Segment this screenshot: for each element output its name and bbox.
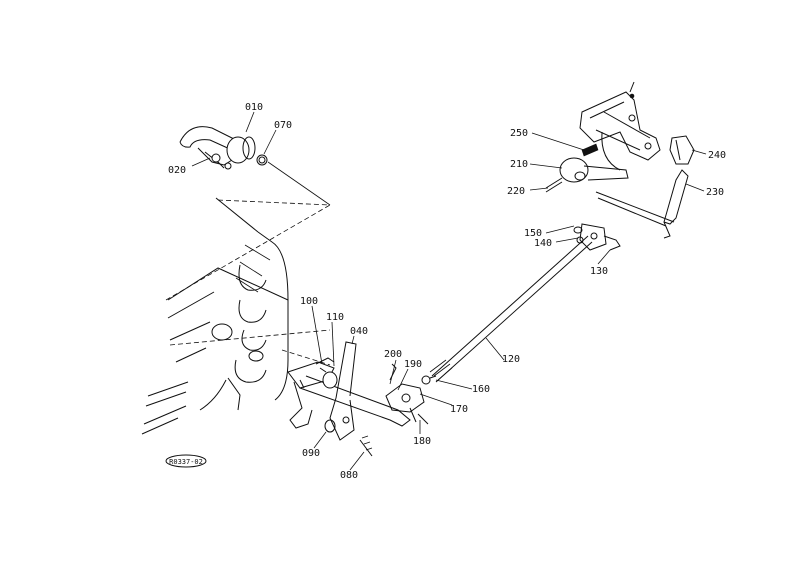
label-100: 100: [300, 296, 318, 307]
label-160: 160: [472, 384, 490, 395]
label-230: 230: [706, 187, 724, 198]
engine-housing: [141, 197, 289, 435]
label-200: 200: [384, 349, 402, 360]
label-190: 190: [404, 359, 422, 370]
label-210: 210: [510, 159, 528, 170]
label-180: 180: [413, 436, 431, 447]
label-040: 040: [350, 326, 368, 337]
label-120: 120: [502, 354, 520, 365]
reference-code-stamp: R0337-02: [165, 454, 207, 468]
reference-code: R0337-02: [169, 458, 203, 466]
lower-lever-assembly: [287, 341, 437, 457]
linkage-rod: [429, 223, 621, 383]
label-220: 220: [507, 186, 525, 197]
label-110: 110: [326, 312, 344, 323]
upper-right-bracket-assembly: [545, 81, 695, 239]
label-240: 240: [708, 150, 726, 161]
part-number-labels: 010 070 020 250 240 210 230 220 150 140 …: [168, 102, 726, 481]
label-250: 250: [510, 128, 528, 139]
label-150: 150: [524, 228, 542, 239]
callout-leaders: [191, 111, 707, 471]
label-020: 020: [168, 165, 186, 176]
upper-bracket-assembly: [179, 126, 268, 170]
assembly-leader-lines: [165, 161, 331, 366]
label-130: 130: [590, 266, 608, 277]
label-010: 010: [245, 102, 263, 113]
label-140: 140: [534, 238, 552, 249]
label-070: 070: [274, 120, 292, 131]
label-170: 170: [450, 404, 468, 415]
label-080: 080: [340, 470, 358, 481]
label-090: 090: [302, 448, 320, 459]
